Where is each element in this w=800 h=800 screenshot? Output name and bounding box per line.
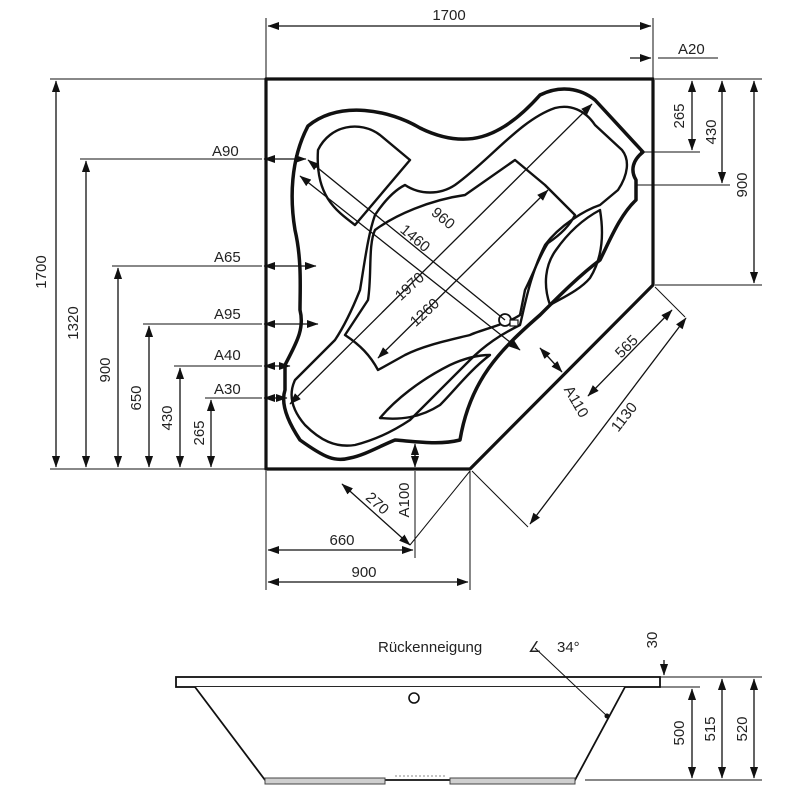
label-270: 270 (362, 489, 392, 518)
label-660: 660 (329, 532, 354, 549)
label-1700-top: 1700 (432, 7, 465, 24)
label-back-slope: Rückenneigung (378, 639, 482, 656)
label-430-left: 430 (159, 405, 176, 430)
side-foot-left (264, 777, 386, 785)
dim-line-270 (341, 483, 411, 546)
label-back-slope-angle: 34° (557, 639, 580, 656)
label-a20: A20 (678, 41, 705, 58)
label-a95: A95 (214, 306, 241, 323)
label-a110: A110 (560, 383, 592, 421)
label-265-right: 265 (671, 103, 688, 128)
overflow-icon (509, 319, 519, 327)
label-1320: 1320 (65, 306, 82, 339)
label-515: 515 (702, 716, 719, 741)
ext-diag-bottom (471, 470, 529, 528)
label-1700-left: 1700 (33, 255, 50, 288)
label-a100: A100 (396, 482, 413, 517)
label-a40: A40 (214, 347, 241, 364)
label-900-right: 900 (734, 172, 751, 197)
label-1130: 1130 (608, 399, 641, 435)
side-rim (175, 676, 661, 688)
angle-symbol-icon: ∠ (528, 639, 541, 656)
label-900-bottom: 900 (351, 564, 376, 581)
slope-point (604, 713, 610, 719)
label-520: 520 (734, 716, 751, 741)
label-a65: A65 (214, 249, 241, 266)
label-565: 565 (612, 332, 642, 362)
dim-line-1260 (377, 189, 549, 359)
label-500: 500 (671, 720, 688, 745)
label-650: 650 (128, 385, 145, 410)
ext-diag-top (654, 286, 686, 318)
label-a90: A90 (212, 143, 239, 160)
label-430-right: 430 (703, 119, 720, 144)
side-overflow-icon (408, 692, 420, 704)
plan-view: 1700 A20 1700 1320 A90 900 A65 650 A95 4… (33, 7, 762, 590)
side-shell (194, 686, 626, 781)
label-a30: A30 (214, 381, 241, 398)
slope-leader-line (534, 647, 608, 717)
label-900-left: 900 (97, 357, 114, 382)
side-foot-right (449, 777, 576, 785)
dim-line-1130 (529, 317, 687, 525)
side-view: Rückenneigung ∠ 34° 30 500 515 520 (175, 632, 762, 785)
ext-270 (409, 470, 471, 546)
label-265-left: 265 (191, 420, 208, 445)
label-30: 30 (644, 632, 661, 649)
